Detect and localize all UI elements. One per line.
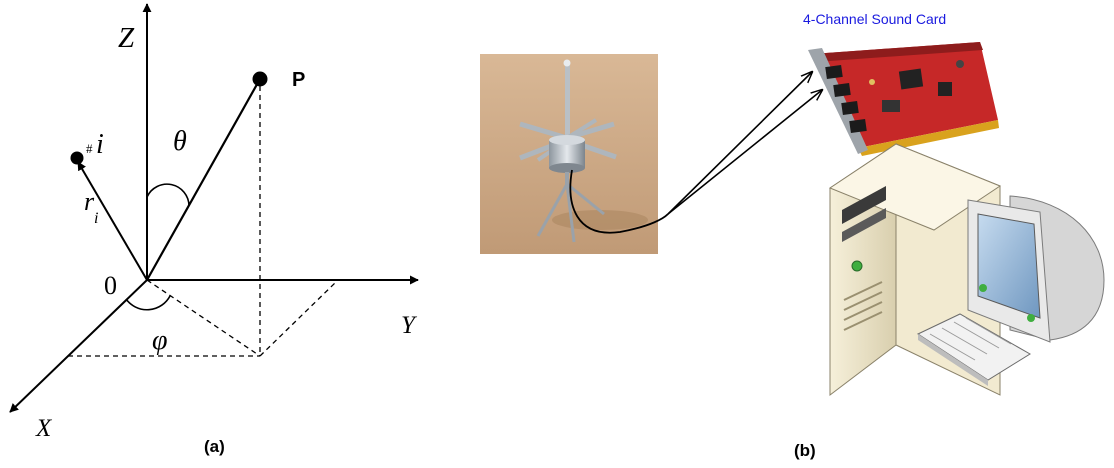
radius-label: r [84, 187, 95, 216]
x-axis-label: X [35, 415, 53, 442]
point-p-label: P [292, 69, 305, 91]
theta-arc [146, 183, 190, 207]
keyboard [916, 313, 1031, 386]
panel-b: 4-Channel Sound Card [480, 11, 1105, 460]
monitor [967, 195, 1105, 343]
panel-a: Z Y X 0 P θ φ # i r i (a) [9, 3, 419, 456]
sound-card [808, 42, 999, 156]
point-p [252, 71, 268, 87]
mic-hash-label: # [86, 141, 93, 156]
phi-arc [125, 295, 171, 311]
y-axis-label: Y [401, 312, 418, 339]
vector-ri [77, 161, 148, 281]
origin-label: 0 [104, 271, 117, 300]
vector-op [146, 78, 261, 281]
caption-a: (a) [204, 437, 225, 456]
cable-arrow-1 [667, 90, 822, 215]
mic-index-label: i [96, 129, 104, 160]
proj-y-parallel [259, 281, 337, 357]
x-axis [9, 279, 148, 413]
z-axis-label: Z [118, 22, 135, 54]
proj-op-ground [146, 279, 261, 357]
caption-b: (b) [794, 441, 816, 460]
mic-point-i [70, 151, 84, 165]
cable [569, 169, 669, 234]
phi-label: φ [152, 325, 168, 356]
mic-array-photo [480, 54, 658, 254]
radius-subscript: i [94, 210, 98, 227]
cable-arrow-2 [667, 72, 812, 215]
theta-label: θ [173, 126, 187, 157]
sound-card-label: 4-Channel Sound Card [803, 11, 946, 27]
